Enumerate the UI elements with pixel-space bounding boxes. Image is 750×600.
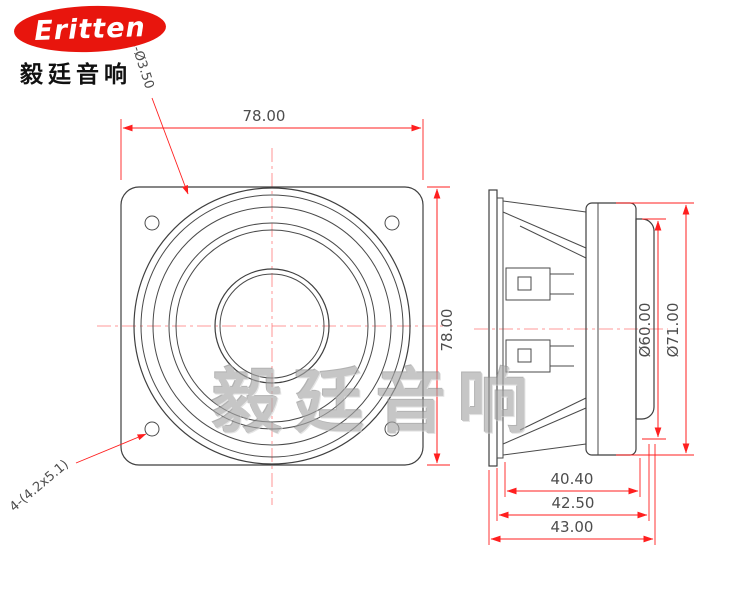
brand-logo-oval: Eritten <box>13 3 167 55</box>
cone-bottom-line <box>502 407 587 445</box>
leader-line <box>75 433 147 464</box>
dim-depth-3-text: 43.00 <box>551 518 594 536</box>
speaker-rim-outer <box>133 187 411 465</box>
mounting-hole-bottom-right <box>384 421 400 437</box>
annotation-hole-corner-text: 4-(4.2x5.1) <box>7 457 72 515</box>
back-plate-dome <box>635 218 655 420</box>
dimension-depth-3: 43.00 <box>488 444 656 545</box>
dimension-front-width: 78.00 <box>120 107 424 180</box>
dimension-magnet-large: Ø71.00 <box>616 202 694 456</box>
annotation-hole-corner: 4-(4.2x5.1) <box>7 433 147 515</box>
mounting-hole-bottom-left <box>144 421 160 437</box>
clip-terminal <box>517 276 532 291</box>
brand-chinese-name: 毅廷音响 <box>20 62 132 88</box>
flange-rear <box>496 197 504 459</box>
dim-magnet-large-text: Ø71.00 <box>664 303 682 358</box>
dust-cap-outer <box>214 268 330 384</box>
basket-top-edge <box>502 200 587 213</box>
clip-terminal <box>517 348 532 363</box>
terminal-clip-top <box>505 267 574 301</box>
side-view <box>474 189 668 467</box>
surround-inner <box>168 222 376 430</box>
front-view <box>97 148 448 505</box>
dim-front-width-text: 78.00 <box>243 107 286 125</box>
mounting-hole-top-left <box>144 215 160 231</box>
spider-bottom-line <box>519 397 587 431</box>
spider-top-line <box>519 225 587 259</box>
terminal-clip-bottom <box>505 339 574 373</box>
dimension-front-height: 78.00 <box>427 186 456 466</box>
clip-body <box>505 267 551 301</box>
brand-logo: Eritten 毅廷音响 <box>13 3 167 89</box>
dimension-magnet-small: Ø60.00 <box>636 218 666 440</box>
basket-bottom-edge <box>502 443 587 456</box>
dimension-depth-2: 42.50 <box>496 444 650 521</box>
speaker-frame-square <box>120 186 424 466</box>
cone-top-line <box>502 211 587 249</box>
watermark-text: 毅廷音响 <box>212 361 540 443</box>
clip-body <box>505 339 551 373</box>
mounting-hole-top-right <box>384 215 400 231</box>
dim-magnet-small-text: Ø60.00 <box>636 303 654 358</box>
dust-cap-inner <box>219 273 325 379</box>
speaker-rim-inner <box>140 194 404 458</box>
dim-front-height-text: 78.00 <box>438 309 456 352</box>
surround-outer <box>152 206 392 446</box>
dim-depth-2-text: 42.50 <box>552 494 595 512</box>
leader-line <box>151 97 189 195</box>
brand-name: Eritten <box>33 11 147 47</box>
dimension-depth-1: 40.40 <box>504 458 641 497</box>
dim-depth-1-text: 40.40 <box>551 470 594 488</box>
cone-edge <box>175 229 369 423</box>
